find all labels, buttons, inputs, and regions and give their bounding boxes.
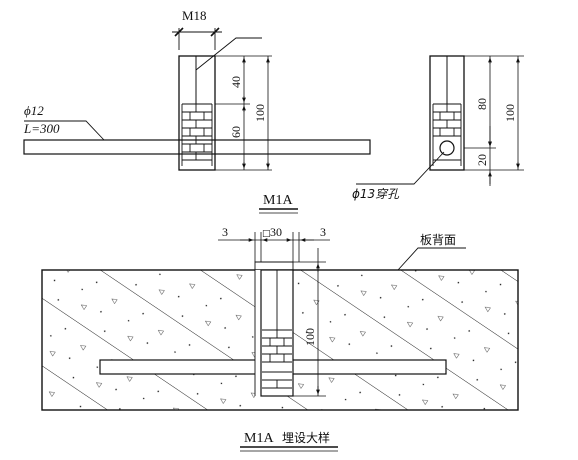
bar-diameter-label: ϕ12: [24, 103, 44, 118]
bolt-sleeve: [178, 55, 216, 171]
bolt-size-label: M18: [182, 8, 207, 23]
elevation-view: M18 40 60 100 ϕ12 L=300: [23, 8, 371, 171]
anchor-bar: [23, 139, 371, 155]
dim-80: 80: [475, 98, 489, 110]
detail-title-code: M1A: [244, 431, 274, 446]
depth-label: 100: [303, 328, 317, 346]
width-label: 30: [270, 225, 282, 239]
detail-title-text: 埋设大样: [282, 430, 330, 445]
embedment-detail: 3 3 □ 30 100 板背面: [41, 225, 519, 411]
dim-20: 20: [475, 154, 489, 166]
gap-left-label: 3: [222, 225, 228, 239]
dim-100-left: 100: [253, 104, 267, 122]
side-view: 80 20 100 ϕ13穿孔: [352, 55, 524, 201]
bar-length-label: L=300: [23, 121, 60, 136]
dim-40: 40: [229, 76, 243, 88]
thread-region: [181, 103, 213, 166]
dim-100-right: 100: [503, 104, 517, 122]
width-symbol: □: [262, 229, 271, 239]
surface-label: 板背面: [420, 233, 456, 247]
dim-60: 60: [229, 126, 243, 138]
through-hole: [439, 140, 455, 156]
upper-view-title: M1A: [263, 193, 293, 208]
hole-label: ϕ13穿孔: [352, 187, 400, 201]
gap-right-label: 3: [320, 225, 326, 239]
